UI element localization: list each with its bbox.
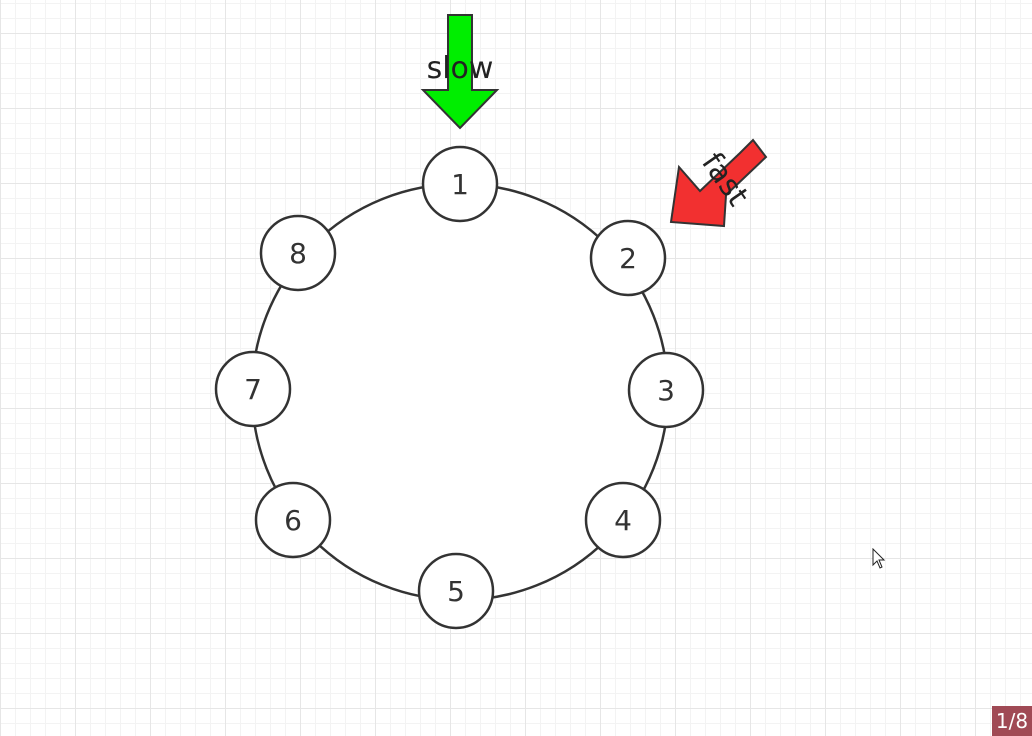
node-6-label: 6 [284, 504, 302, 537]
node-1: 1 [421, 145, 499, 223]
node-4: 4 [584, 481, 662, 559]
fast-pointer: fast [669, 138, 768, 228]
page-indicator: 1/8 [992, 706, 1032, 736]
fast-arrow-icon [669, 138, 768, 228]
node-5-label: 5 [447, 575, 465, 608]
node-7-label: 7 [244, 373, 262, 406]
node-4-label: 4 [614, 504, 632, 537]
node-5: 5 [417, 552, 495, 630]
slow-arrow-icon [420, 14, 500, 130]
node-3-label: 3 [657, 374, 675, 407]
slow-pointer: slow [420, 14, 500, 130]
node-2: 2 [589, 219, 667, 297]
node-8-label: 8 [289, 237, 307, 270]
node-3: 3 [627, 351, 705, 429]
mouse-cursor-icon [872, 548, 886, 569]
node-1-label: 1 [451, 168, 469, 201]
slow-label: slow [427, 51, 494, 86]
node-8: 8 [259, 214, 337, 292]
node-2-label: 2 [619, 242, 637, 275]
node-7: 7 [214, 350, 292, 428]
node-6: 6 [254, 481, 332, 559]
